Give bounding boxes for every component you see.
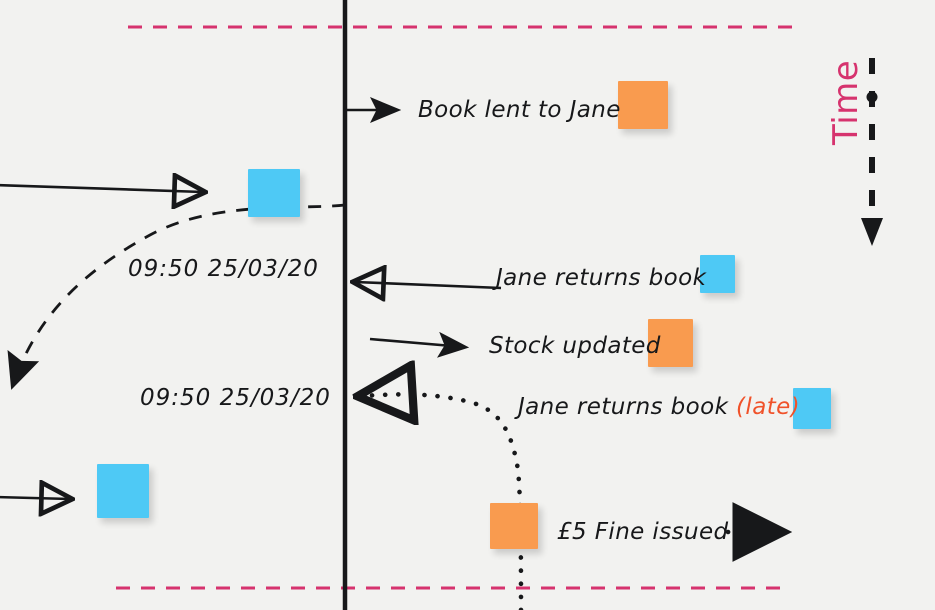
dashed-curve-outgoing-left — [7, 203, 346, 390]
sticky-note-jane-returns[interactable] — [700, 255, 735, 293]
sticky-note-incoming-upper[interactable] — [248, 169, 300, 217]
timestamp-jane-returns-late: 09:50 25/03/20 — [140, 385, 331, 411]
sticky-note-book-lent[interactable] — [618, 81, 668, 129]
time-axis-label: Time — [826, 59, 866, 145]
arrow-jane-returns-book — [355, 282, 502, 288]
arrow-stock-updated — [369, 331, 470, 358]
event-label-jane-returns: Jane returns book — [496, 265, 707, 291]
late-badge: (late) — [736, 394, 801, 420]
timestamp-jane-returns: 09:50 25/03/20 — [128, 256, 319, 282]
arrow-incoming-upper-left — [0, 185, 203, 192]
arrow-incoming-lower-left — [0, 497, 70, 499]
sticky-note-fine-issued[interactable] — [490, 503, 538, 549]
event-label-text: Jane returns book — [518, 394, 737, 420]
event-label-jane-returns-late: Jane returns book (late) — [518, 394, 800, 420]
event-label-stock-updated: Stock updated — [489, 333, 661, 359]
event-label-fine-issued: £5 Fine issued — [557, 519, 729, 545]
sticky-note-incoming-lower[interactable] — [97, 464, 149, 518]
sticky-note-stock-updated[interactable] — [648, 319, 693, 367]
sticky-note-returns-late[interactable] — [793, 388, 831, 429]
event-label-book-lent: Book lent to Jane — [418, 97, 621, 123]
